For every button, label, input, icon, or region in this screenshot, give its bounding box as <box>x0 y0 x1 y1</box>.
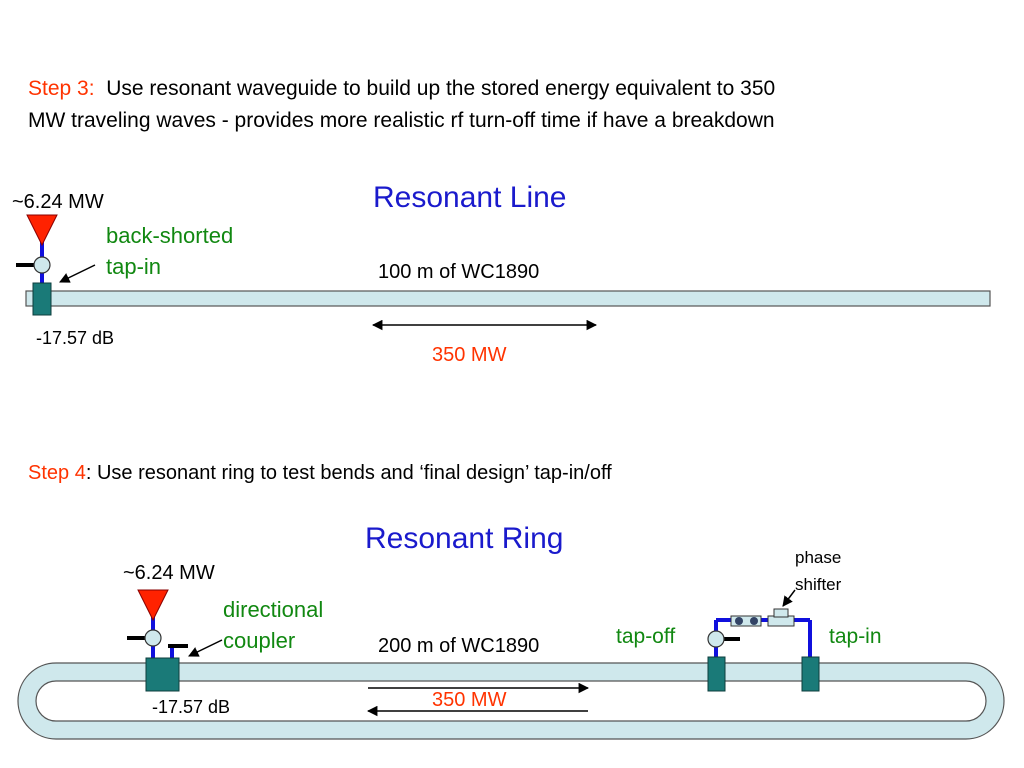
step4-label: Step 4 <box>28 462 86 484</box>
ring-tap-off-label: tap-off <box>616 625 676 648</box>
ring-coupler-block <box>145 657 180 692</box>
line-source-power: ~6.24 MW <box>12 191 104 213</box>
line-pointer-arrow <box>59 264 96 283</box>
step4-text: : Use resonant ring to test bends and ‘f… <box>85 462 612 484</box>
ring-tapoff-block <box>707 656 726 692</box>
ring-load-box <box>730 615 762 627</box>
step3-text: Use resonant waveguide to build up the s… <box>94 77 776 100</box>
line-coupler-block <box>32 282 52 316</box>
ring-title: Resonant Ring <box>365 522 564 555</box>
ring-phase-shifter-label-2: shifter <box>795 575 842 594</box>
step3-label: Step 3: <box>28 77 95 100</box>
line-coupler-label-1: back-shorted <box>106 223 234 248</box>
line-klystron-icon <box>26 214 58 247</box>
ring-phase-shifter-top <box>773 608 789 618</box>
ring-load-dot-2 <box>750 617 758 625</box>
ring-pointer-arrow <box>188 639 223 657</box>
ring-equiv-power: 350 MW <box>432 689 507 711</box>
line-title: Resonant Line <box>373 181 567 214</box>
ring-waveguide-label: 200 m of WC1890 <box>378 635 540 657</box>
line-waveguide <box>25 290 991 307</box>
ring-coupler-label-2: coupler <box>223 628 296 653</box>
step3-line2: MW traveling waves - provides more reali… <box>28 109 775 132</box>
ring-load-dot-1 <box>735 617 743 625</box>
step4-line: Step 4: Use resonant ring to test bends … <box>28 463 612 483</box>
ring-coupler-circle <box>144 629 162 647</box>
ring-phase-pointer <box>782 589 796 607</box>
ring-waveguide-inner <box>35 680 987 722</box>
ring-tapin-block <box>801 656 820 692</box>
line-tap-circle <box>33 256 51 274</box>
step3-line1: Step 3: Use resonant waveguide to build … <box>28 78 775 99</box>
ring-coupler-label-1: directional <box>223 597 324 622</box>
line-coupler-label-2: tap-in <box>106 254 162 279</box>
line-equiv-power: 350 MW <box>432 344 507 366</box>
ring-klystron-icon <box>137 589 169 622</box>
ring-tap-in-label: tap-in <box>829 625 882 648</box>
line-coupling: -17.57 dB <box>36 328 115 348</box>
ring-source-power: ~6.24 MW <box>123 562 215 584</box>
line-waveguide-label: 100 m of WC1890 <box>378 261 540 283</box>
ring-phase-shifter-label-1: phase <box>795 548 842 567</box>
ring-tapoff-circle <box>707 630 725 648</box>
ring-coupling: -17.57 dB <box>152 697 231 717</box>
